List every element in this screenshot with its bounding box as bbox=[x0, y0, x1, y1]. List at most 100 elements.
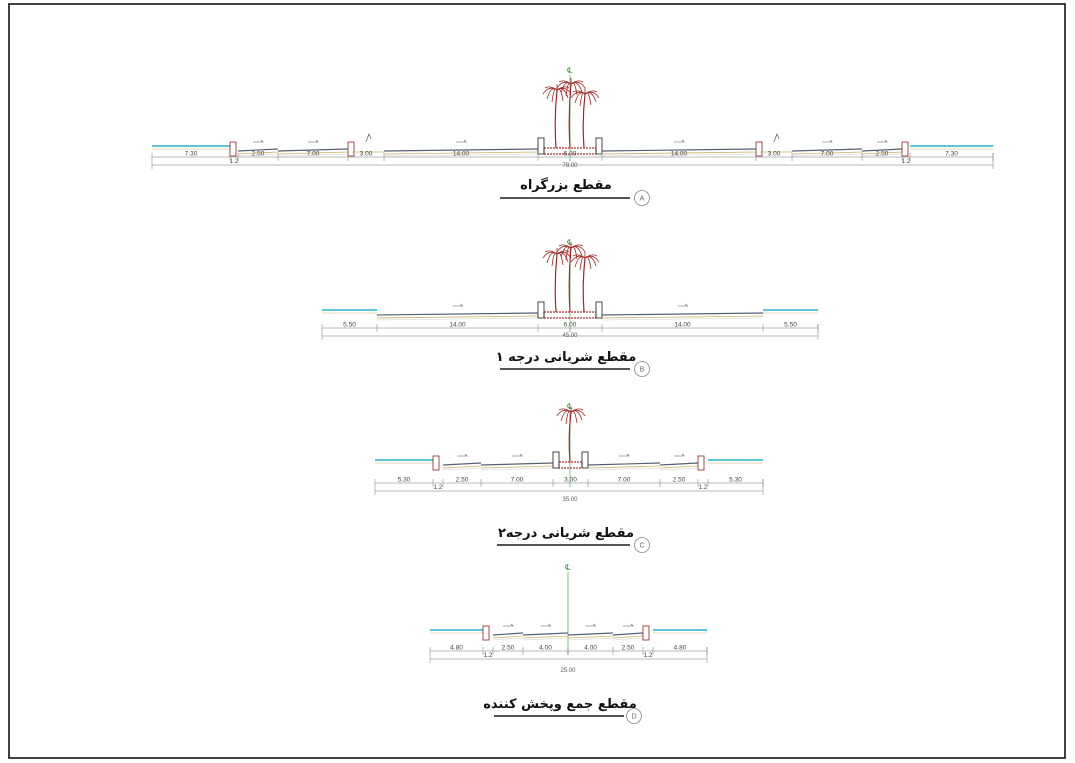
dimension-label: 7.00 bbox=[821, 151, 834, 158]
palm-frond bbox=[558, 244, 572, 249]
road-subbase bbox=[492, 637, 524, 641]
road-surface bbox=[277, 148, 349, 152]
section-d-profile bbox=[430, 572, 707, 655]
section-b-title: مقطع شریانی درجه ۱ bbox=[496, 350, 637, 365]
palm-frond bbox=[584, 92, 592, 106]
road-layer bbox=[791, 151, 863, 155]
road-subbase bbox=[601, 317, 764, 321]
dimension-label: 7.00 bbox=[618, 477, 631, 484]
road-surface bbox=[237, 148, 279, 152]
road-subbase bbox=[659, 467, 699, 471]
palm-frond bbox=[560, 410, 572, 422]
curb bbox=[432, 455, 440, 471]
road-subbase bbox=[522, 637, 569, 641]
road-surface bbox=[480, 462, 554, 466]
dimension-label: 4.80 bbox=[674, 645, 687, 652]
slope-arrow bbox=[308, 139, 319, 143]
palm-frond bbox=[572, 254, 586, 259]
road-layer bbox=[237, 151, 279, 155]
palm-frond bbox=[572, 90, 586, 95]
section-c-profile bbox=[375, 406, 763, 487]
separator-shrub bbox=[773, 133, 780, 143]
palm-tree bbox=[542, 248, 572, 313]
dimension-label: 7.30 bbox=[185, 151, 198, 158]
dimension-label: 6.00 bbox=[564, 322, 577, 329]
road-subbase bbox=[612, 637, 644, 641]
road-surface bbox=[442, 462, 482, 466]
road-layer bbox=[442, 465, 482, 469]
dimension-label: 2.50 bbox=[456, 477, 469, 484]
section-a-profile bbox=[152, 75, 993, 161]
section-b-bubble bbox=[634, 361, 650, 377]
slope-arrow bbox=[512, 453, 523, 457]
palm-trunk bbox=[554, 253, 558, 313]
road-subbase bbox=[861, 153, 903, 157]
dimension-label: 7.30 bbox=[945, 151, 958, 158]
dimension-label: 14.00 bbox=[449, 322, 466, 329]
dimension-label: 3.00 bbox=[768, 151, 781, 158]
median-soil bbox=[558, 461, 583, 469]
section-d-title: مقطع جمع وپخش کننده bbox=[483, 697, 637, 712]
section-c-bubble-letter: C bbox=[639, 543, 644, 550]
section-c-centerline-label: ℄ bbox=[567, 402, 573, 411]
dimension-label: 14.00 bbox=[671, 151, 688, 158]
palm-tree bbox=[556, 406, 586, 463]
dimension-label: 5.30 bbox=[398, 477, 411, 484]
curb bbox=[229, 141, 237, 157]
road-surface bbox=[492, 632, 524, 636]
dimension-label: 1.2 bbox=[483, 652, 492, 659]
dimension-label: 2.50 bbox=[622, 645, 635, 652]
median-curb-right bbox=[595, 301, 603, 319]
road-layer bbox=[567, 635, 614, 639]
section-a-total-width: 78.00 bbox=[562, 163, 578, 169]
slope-arrow bbox=[585, 623, 597, 627]
section-a-centerline-label: ℄ bbox=[567, 66, 573, 75]
dimension-label: 5.30 bbox=[729, 477, 742, 484]
palm-frond bbox=[570, 408, 584, 413]
dimension-label: 4.00 bbox=[539, 645, 552, 652]
road-layer bbox=[587, 465, 661, 469]
slope-arrow bbox=[677, 303, 689, 307]
slope-arrow bbox=[456, 139, 467, 143]
palm-frond bbox=[570, 80, 584, 85]
road-surface bbox=[567, 632, 614, 636]
palm-frond bbox=[544, 250, 558, 255]
dimension-label: 2.50 bbox=[673, 477, 686, 484]
road-surface bbox=[383, 148, 539, 152]
dimension-label: 14.00 bbox=[453, 151, 470, 158]
palm-frond bbox=[546, 252, 558, 264]
palm-trunk bbox=[582, 257, 586, 313]
section-d-total-width: 25.00 bbox=[560, 668, 576, 674]
dimension-label: 5.50 bbox=[343, 322, 356, 329]
road-layer bbox=[376, 315, 539, 319]
curb bbox=[755, 141, 763, 157]
section-a-bubble-letter: A bbox=[640, 196, 645, 203]
slope-arrow bbox=[623, 623, 634, 627]
section-c-total-width: 35.00 bbox=[562, 497, 578, 503]
road-subbase bbox=[376, 317, 539, 321]
slope-arrow bbox=[674, 139, 685, 143]
palm-frond bbox=[544, 86, 558, 91]
palm-tree bbox=[556, 242, 586, 313]
palm-frond bbox=[558, 408, 572, 413]
dimension-label: 7.00 bbox=[511, 477, 524, 484]
slope-arrow bbox=[619, 453, 630, 457]
separator-shrub bbox=[365, 133, 372, 143]
palm-tree bbox=[570, 88, 600, 149]
road-subbase bbox=[277, 153, 349, 157]
palm-trunk bbox=[568, 247, 572, 313]
road-surface bbox=[587, 462, 661, 466]
section-a-bubble bbox=[634, 190, 650, 206]
curb bbox=[642, 625, 650, 641]
road-subbase bbox=[383, 153, 539, 157]
section-b-profile bbox=[322, 242, 818, 332]
median-curb-left bbox=[537, 137, 545, 155]
palm-frond bbox=[570, 244, 584, 249]
road-surface bbox=[861, 148, 903, 152]
road-layer bbox=[522, 635, 569, 639]
road-surface bbox=[659, 462, 699, 466]
median-curb-left bbox=[552, 451, 560, 469]
